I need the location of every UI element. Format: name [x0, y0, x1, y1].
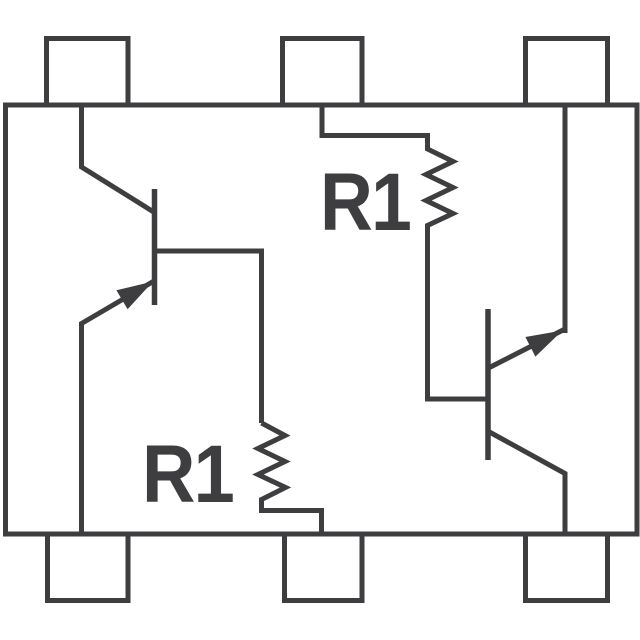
q1-base-wire [154, 248, 264, 423]
r1-right-label: R1 [320, 157, 410, 248]
transistor-q1-pnp [79, 105, 264, 534]
resistor-r1-left: R1 [142, 420, 324, 534]
resistor-r1-right: R1 [319, 105, 488, 402]
q1-collector-wire [79, 105, 156, 215]
transistor-q2-npn [485, 105, 568, 534]
q2-collector-wire [487, 429, 568, 534]
pin-top-right [523, 36, 610, 108]
r1-left-zigzag [252, 420, 324, 534]
q2-emitter-arrow-icon [525, 330, 563, 357]
r1-left-label: R1 [142, 429, 233, 520]
r1-right-zigzag-and-wire [319, 105, 488, 402]
package-pins [44, 36, 610, 603]
pin-top-center [280, 36, 365, 108]
pin-top-left [44, 36, 131, 108]
pin-bottom-center [282, 531, 365, 603]
q1-emitter-arrow-icon [116, 281, 153, 310]
pin-bottom-left [45, 531, 131, 603]
pin-bottom-right [523, 531, 610, 603]
